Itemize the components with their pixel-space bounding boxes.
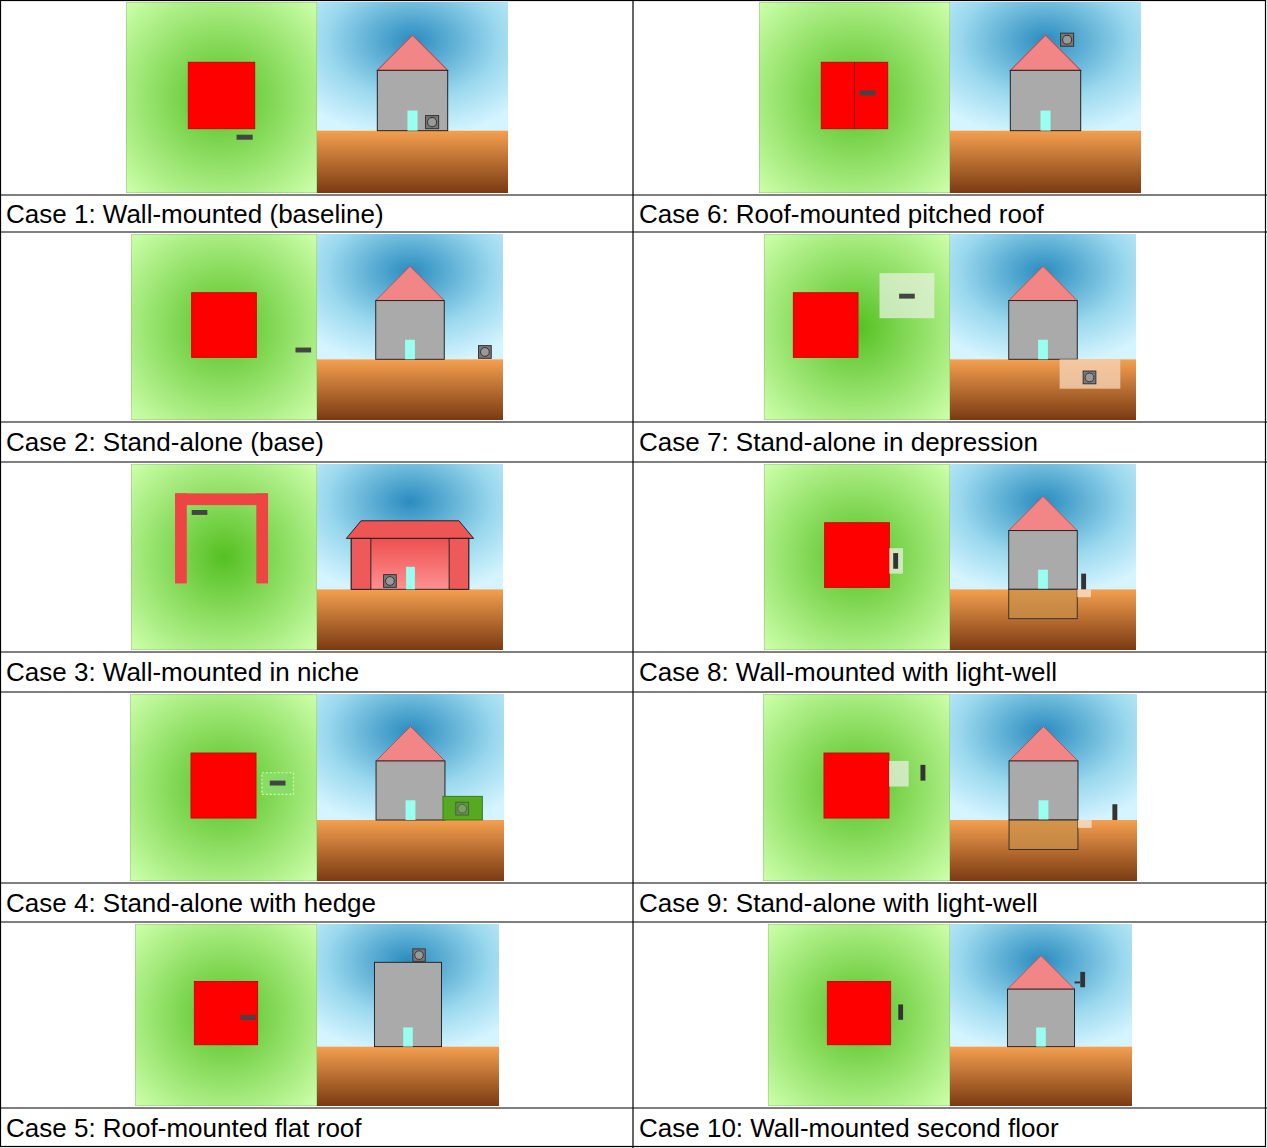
elevation-view bbox=[950, 2, 1141, 193]
plan-view bbox=[131, 464, 317, 650]
case-caption: Case 9: Stand-alone with light-well bbox=[639, 890, 1038, 916]
case-caption: Case 5: Roof-mounted flat roof bbox=[6, 1115, 362, 1141]
installation-illustration bbox=[763, 694, 1137, 881]
plan-view bbox=[130, 694, 317, 881]
case-caption: Case 1: Wall-mounted (baseline) bbox=[6, 201, 384, 227]
plan-view bbox=[126, 2, 317, 193]
elevation-view bbox=[950, 234, 1136, 420]
installation-illustration bbox=[131, 234, 503, 420]
elevation-view bbox=[317, 2, 508, 193]
installation-illustration bbox=[764, 234, 1136, 420]
plan-view bbox=[135, 924, 317, 1106]
installation-illustration bbox=[759, 2, 1141, 193]
installation-illustration bbox=[768, 924, 1132, 1106]
elevation-view bbox=[950, 694, 1137, 881]
case-caption: Case 10: Wall-mounted second floor bbox=[639, 1115, 1059, 1141]
plan-view bbox=[764, 464, 950, 650]
installation-illustration bbox=[126, 2, 508, 193]
case-caption: Case 6: Roof-mounted pitched roof bbox=[639, 201, 1044, 227]
case-caption: Case 4: Stand-alone with hedge bbox=[6, 890, 376, 916]
plan-view bbox=[763, 694, 950, 881]
elevation-view bbox=[950, 924, 1132, 1106]
elevation-view bbox=[317, 694, 504, 881]
plan-view bbox=[759, 2, 950, 193]
case-caption: Case 8: Wall-mounted with light-well bbox=[639, 659, 1057, 685]
case-caption: Case 3: Wall-mounted in niche bbox=[6, 659, 359, 685]
plan-view bbox=[131, 234, 317, 420]
elevation-view bbox=[317, 234, 503, 420]
installation-illustration bbox=[135, 924, 499, 1106]
installation-illustration bbox=[131, 464, 503, 650]
elevation-view bbox=[317, 924, 499, 1106]
elevation-view bbox=[317, 464, 503, 650]
installation-illustration bbox=[764, 464, 1136, 650]
case-caption: Case 2: Stand-alone (base) bbox=[6, 429, 324, 455]
case-caption: Case 7: Stand-alone in depression bbox=[639, 429, 1038, 455]
installation-illustration bbox=[130, 694, 504, 881]
elevation-view bbox=[950, 464, 1136, 650]
plan-view bbox=[764, 234, 950, 420]
plan-view bbox=[768, 924, 950, 1106]
